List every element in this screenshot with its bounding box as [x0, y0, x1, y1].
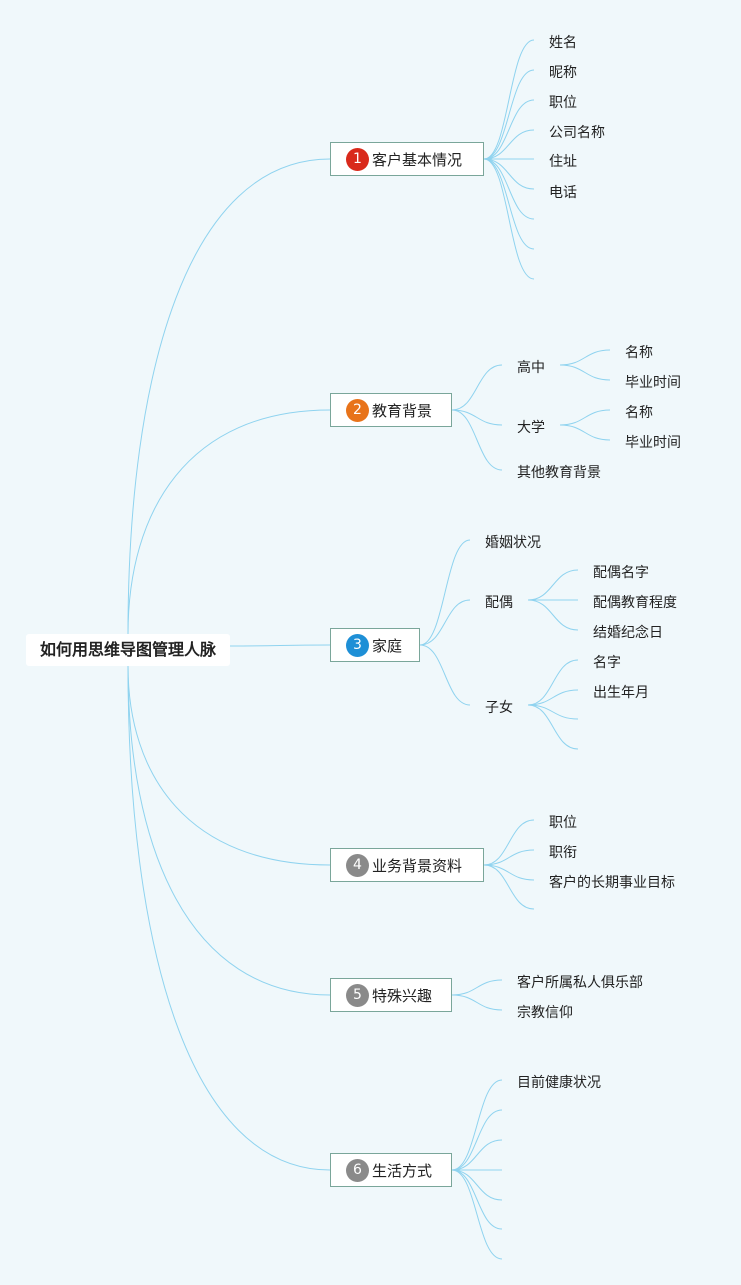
branch-label: 客户基本情况	[372, 150, 463, 169]
leaf-connector	[483, 158, 535, 280]
leaf-connector	[483, 864, 535, 910]
leaf-career-goal[interactable]: 客户的长期事业目标	[549, 875, 675, 891]
branch-business-background[interactable]: 4 业务背景资料	[330, 848, 484, 882]
leaf-connector	[527, 599, 579, 631]
number-3-badge-icon: 3	[346, 633, 369, 657]
leaf-child-name[interactable]: 名字	[593, 655, 621, 671]
leaf-business-position[interactable]: 职位	[549, 815, 577, 831]
branch-client-basic-info[interactable]: 1 客户基本情况	[330, 142, 484, 176]
leaf-connector	[483, 819, 535, 866]
leaf-company-name[interactable]: 公司名称	[549, 125, 605, 141]
leaf-high-school-grad[interactable]: 毕业时间	[625, 375, 681, 391]
leaf-university-name[interactable]: 名称	[625, 405, 653, 421]
topic-spouse[interactable]: 配偶	[485, 595, 513, 611]
leaf-connector	[559, 424, 611, 441]
leaf-connector	[451, 1169, 503, 1201]
leaf-spouse-name[interactable]: 配偶名字	[593, 565, 649, 581]
root-connector	[127, 158, 331, 635]
root-connector	[127, 665, 331, 1171]
leaf-connector	[559, 349, 611, 366]
leaf-connector	[419, 539, 471, 646]
number-5-badge-icon: 5	[346, 983, 369, 1007]
topic-children[interactable]: 子女	[485, 700, 513, 716]
leaf-connector	[451, 1109, 503, 1171]
leaf-spouse-education[interactable]: 配偶教育程度	[593, 595, 677, 611]
leaf-connector	[451, 409, 503, 471]
branch-label: 业务背景资料	[372, 856, 463, 875]
leaf-other-education[interactable]: 其他教育背景	[517, 465, 601, 481]
leaf-connector	[451, 1169, 503, 1260]
leaf-connector	[451, 1139, 503, 1171]
leaf-connector	[451, 1079, 503, 1171]
leaf-connector	[483, 129, 535, 160]
branch-lifestyle[interactable]: 6 生活方式	[330, 1153, 452, 1187]
leaf-anniversary[interactable]: 结婚纪念日	[593, 625, 663, 641]
leaf-position[interactable]: 职位	[549, 95, 577, 111]
number-4-badge-icon: 4	[346, 853, 369, 877]
leaf-connector	[559, 364, 611, 381]
leaf-marital-status[interactable]: 婚姻状况	[485, 535, 541, 551]
leaf-connector	[527, 704, 579, 720]
number-1-badge-icon: 1	[346, 147, 369, 171]
leaf-health-status[interactable]: 目前健康状况	[517, 1075, 601, 1091]
leaf-name[interactable]: 姓名	[549, 35, 577, 51]
leaf-high-school-name[interactable]: 名称	[625, 345, 653, 361]
leaf-connector	[527, 659, 579, 706]
leaf-job-title[interactable]: 职衔	[549, 845, 577, 861]
number-2-badge-icon: 2	[346, 398, 369, 422]
leaf-connector	[559, 409, 611, 426]
leaf-connector	[451, 409, 503, 426]
topic-university[interactable]: 大学	[517, 420, 545, 436]
branch-special-interests[interactable]: 5 特殊兴趣	[330, 978, 452, 1012]
leaf-connector	[451, 1169, 503, 1230]
branch-label: 家庭	[372, 636, 403, 655]
leaf-address[interactable]: 住址	[549, 154, 577, 170]
leaf-connector	[483, 99, 535, 160]
branch-label: 特殊兴趣	[372, 986, 433, 1005]
leaf-connector	[527, 704, 579, 750]
branch-label: 生活方式	[372, 1161, 433, 1180]
leaf-connector	[483, 69, 535, 160]
root-connector	[229, 644, 331, 647]
branch-education[interactable]: 2 教育背景	[330, 393, 452, 427]
leaf-religion[interactable]: 宗教信仰	[517, 1005, 573, 1021]
branch-family[interactable]: 3 家庭	[330, 628, 420, 662]
leaf-connector	[483, 864, 535, 881]
leaf-connector	[483, 158, 535, 220]
leaf-university-grad[interactable]: 毕业时间	[625, 435, 681, 451]
leaf-connector	[419, 644, 471, 706]
root-topic[interactable]: 如何用思维导图管理人脉	[26, 634, 230, 666]
root-connector	[127, 665, 331, 996]
leaf-connector	[483, 39, 535, 160]
root-connector	[127, 665, 331, 866]
leaf-connector	[451, 994, 503, 1011]
leaf-connector	[527, 689, 579, 706]
leaf-connector	[419, 599, 471, 646]
leaf-connector	[483, 849, 535, 866]
leaf-connector	[451, 364, 503, 411]
leaf-nickname[interactable]: 昵称	[549, 65, 577, 81]
leaf-connector	[483, 158, 535, 190]
leaf-connector	[527, 569, 579, 601]
leaf-phone[interactable]: 电话	[549, 185, 577, 201]
leaf-connector	[483, 158, 535, 250]
topic-high-school[interactable]: 高中	[517, 360, 545, 376]
leaf-connector	[451, 979, 503, 996]
branch-label: 教育背景	[372, 401, 433, 420]
root-connector	[127, 409, 331, 635]
number-6-badge-icon: 6	[346, 1158, 369, 1182]
leaf-child-birth[interactable]: 出生年月	[593, 685, 649, 701]
leaf-private-club[interactable]: 客户所属私人俱乐部	[517, 975, 643, 991]
